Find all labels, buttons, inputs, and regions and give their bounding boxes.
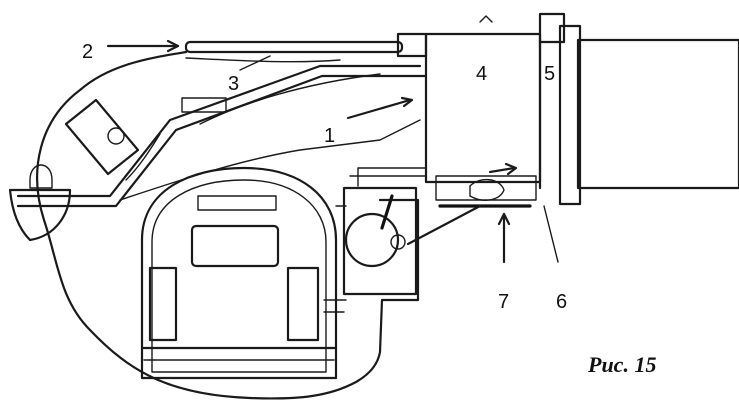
burner-body: [8, 50, 428, 400]
label-7: 7: [498, 291, 509, 313]
mounting-flange: [538, 12, 582, 206]
damper-assembly: [323, 167, 505, 313]
name-plate: [181, 97, 227, 113]
air-box: [396, 15, 542, 208]
fan-housing: [140, 166, 338, 380]
motor: [29, 98, 140, 189]
label-5: 5: [544, 63, 555, 85]
label-4: 4: [476, 63, 487, 85]
blast-tube: [576, 38, 739, 190]
label-2: 2: [82, 41, 93, 63]
part-labels: 2 3 4 5 1 7 6: [82, 41, 567, 313]
label-6: 6: [556, 291, 567, 313]
label-3: 3: [228, 73, 239, 95]
fuel-pipe: [184, 40, 404, 54]
label-1: 1: [324, 125, 335, 147]
figure-caption: Рис. 15: [587, 352, 656, 377]
leader-arrows: [106, 39, 559, 264]
